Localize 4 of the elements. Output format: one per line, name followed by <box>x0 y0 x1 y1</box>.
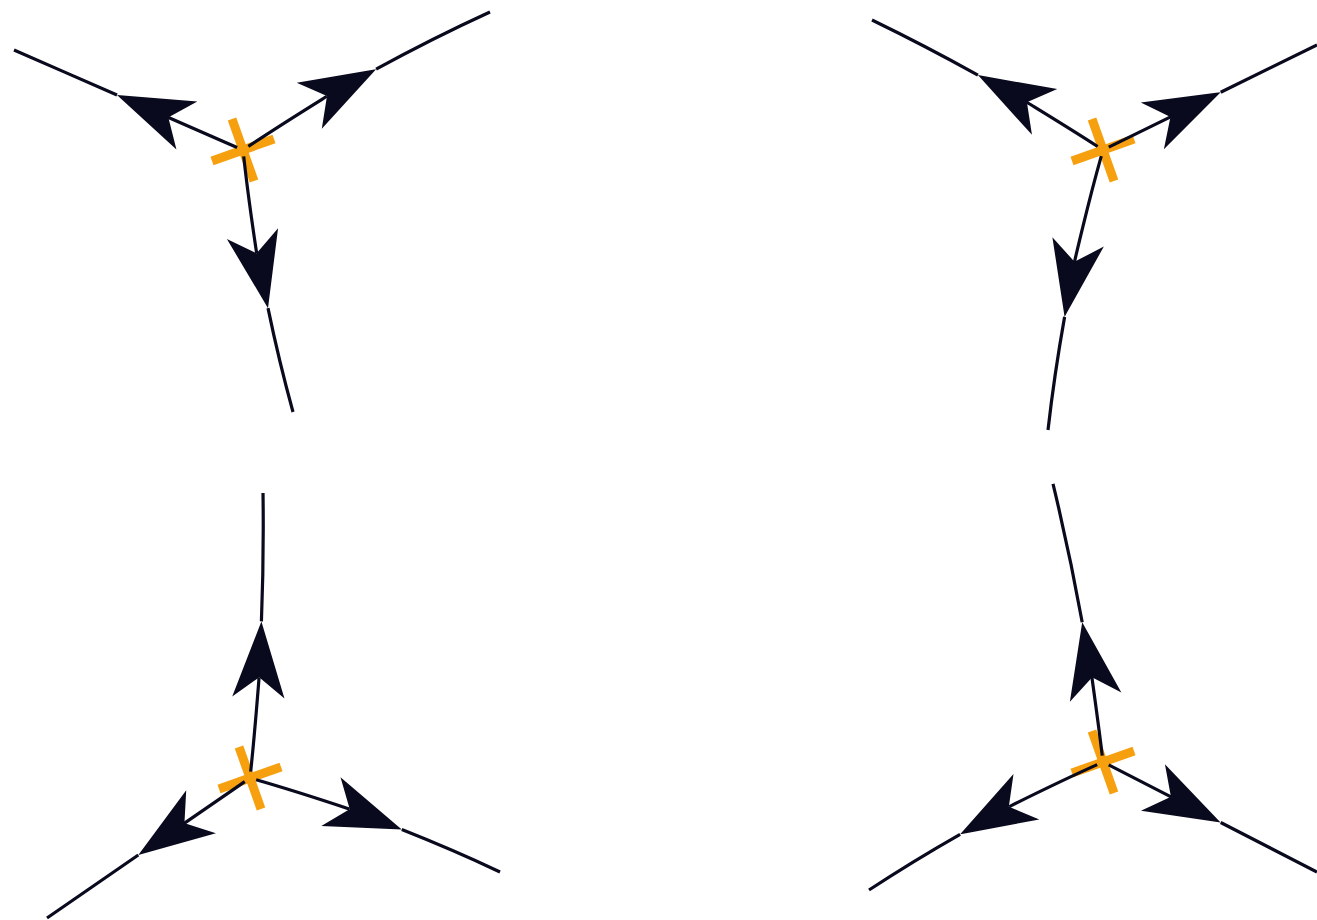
cross-marker <box>217 745 283 811</box>
cross-marker <box>1070 729 1136 795</box>
cross-marker <box>210 117 276 183</box>
cross-marker <box>1070 117 1136 183</box>
